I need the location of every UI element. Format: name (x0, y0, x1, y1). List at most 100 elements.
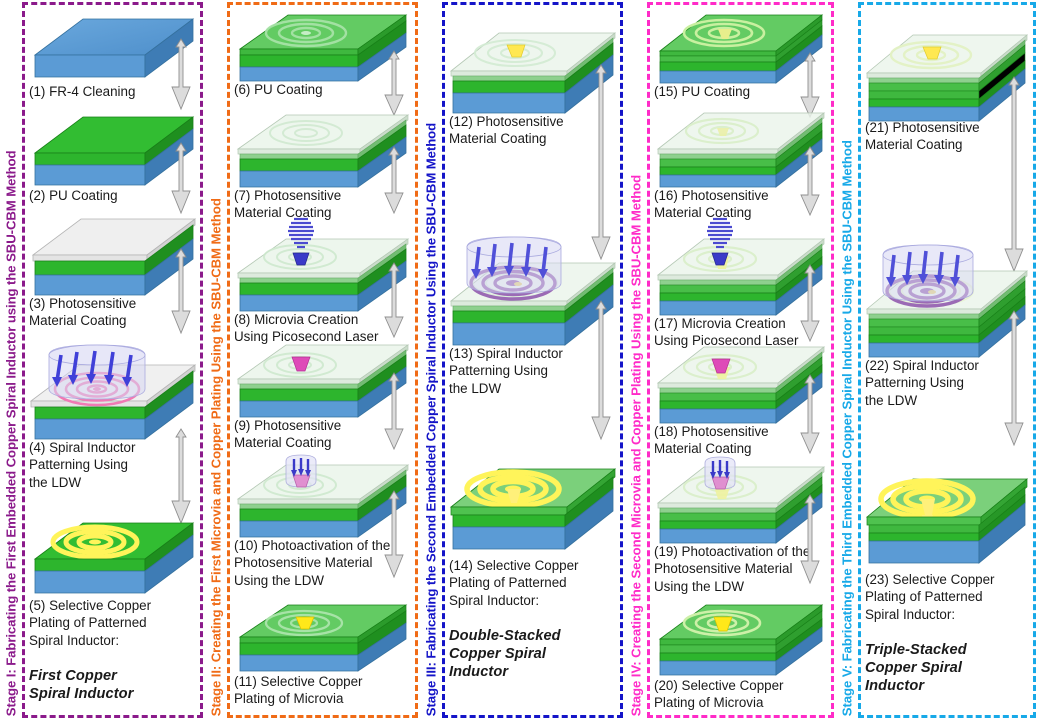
step-13-caption: (13) Spiral Inductor Patterning Using th… (449, 346, 563, 396)
step-14-highlight-wrap: Double-Stacked Copper Spiral Inductor (445, 609, 620, 699)
step-23: (23) Selective Copper Plating of Pattern… (861, 455, 1033, 713)
ldw-small-laser (285, 454, 317, 488)
step-16-figure (650, 109, 831, 193)
step-17-caption: (17) Microvia Creation Using Picosecond … (654, 316, 799, 349)
step-19-caption: (19) Photoactivation of the Photosensiti… (654, 544, 811, 594)
step-17: (17) Microvia Creation Using Picosecond … (650, 217, 831, 350)
step-21: (21) Photosensitive Material Coating (861, 25, 1033, 154)
step-23-highlight: Triple-Stacked Copper Spiral Inductor (865, 641, 967, 695)
step-15-caption: (15) PU Coating (654, 84, 751, 99)
pu-over-double-spiral-block-icon (658, 14, 824, 84)
ldw-laser-purple-spiral-block-icon (865, 244, 1029, 358)
step-4-caption: (4) Spiral Inductor Patterning Using the… (29, 440, 136, 490)
down-arrow-icon (800, 374, 820, 455)
down-arrow-icon (171, 142, 191, 215)
step-14-figure (445, 445, 620, 563)
plated-microvia-block-icon (658, 604, 824, 676)
arrow-3-4 (168, 248, 194, 335)
step-5-figure (25, 511, 200, 601)
stage-column-4: Stage IV: Creating the Second Microvia a… (625, 0, 836, 720)
step-7-caption: (7) Photosensitive Material Coating (234, 188, 342, 221)
step-4-figure (25, 339, 200, 445)
step-15: (15) PU Coating (650, 9, 831, 100)
ldw-via-activation-block-icon (656, 456, 826, 544)
step-11-caption: (11) Selective Copper Plating of Microvi… (234, 674, 363, 707)
step-16: (16) Photosensitive Material Coating (650, 109, 831, 222)
step-6: (6) PU Coating (230, 9, 415, 98)
step-23-figure (861, 455, 1033, 577)
step-10-caption: (10) Photoactivation of the Photosensiti… (234, 538, 391, 588)
pu-over-spiral-block-icon (238, 14, 408, 82)
down-arrow-icon (384, 262, 404, 339)
laser-beam-arrows (474, 242, 548, 274)
yellow-via-plug (922, 46, 942, 60)
triple-stacked-spiral-block-icon (865, 478, 1029, 564)
step-5: (5) Selective Copper Plating of Patterne… (25, 511, 200, 720)
step-20-figure (650, 597, 831, 681)
step-11: (11) Selective Copper Plating of Microvi… (230, 597, 415, 708)
arrow-22-23 (1001, 310, 1027, 447)
yellow-via-plug (713, 616, 733, 632)
stage-1-label: Stage I: Fabricating the First Embedded … (3, 150, 19, 716)
step-17-figure (650, 217, 831, 321)
down-arrow-icon (800, 494, 820, 585)
down-arrow-icon (384, 50, 404, 117)
step-20-caption: (20) Selective Copper Plating of Microvi… (654, 678, 784, 711)
step-7-figure (230, 111, 415, 193)
step-19: (19) Photoactivation of the Photosensiti… (650, 456, 831, 595)
step-9-caption: (9) Photosensitive Material Coating (234, 418, 342, 451)
step-21-caption: (21) Photosensitive Material Coating (865, 120, 980, 153)
copper-spiral-trace (50, 524, 140, 560)
stage-column-5: Stage V: Fabricating the Third Embedded … (836, 0, 1040, 720)
laser-beam-arrows (55, 350, 133, 382)
arrow-1-2 (168, 38, 194, 111)
step-20: (20) Selective Copper Plating of Microvi… (650, 597, 831, 712)
picosecond-laser-icon (707, 217, 733, 266)
step-22: (22) Spiral Inductor Patterning Using th… (861, 227, 1033, 409)
magenta-via-plug (711, 358, 731, 374)
step-23-caption: (23) Selective Copper Plating of Pattern… (865, 572, 995, 622)
step-14: (14) Selective Copper Plating of Pattern… (445, 445, 620, 699)
stage-2-label: Stage II: Creating the First Microvia an… (208, 198, 224, 716)
photosensitive-coated-block-icon (656, 112, 826, 188)
stage-2-label-rail: Stage II: Creating the First Microvia an… (205, 0, 227, 720)
step-1-caption: (1) FR-4 Cleaning (29, 84, 136, 99)
down-arrow-icon (591, 64, 611, 261)
stage-1-box: (1) FR-4 Cleaning (22, 2, 203, 718)
down-arrow-icon (384, 490, 404, 579)
stage-5-label-rail: Stage V: Fabricating the Third Embedded … (836, 0, 858, 720)
step-12-caption: (12) Photosensitive Material Coating (449, 114, 564, 147)
step-16-caption: (16) Photosensitive Material Coating (654, 188, 769, 221)
arrow-7-8 (381, 146, 407, 215)
step-14-caption: (14) Selective Copper Plating of Pattern… (449, 558, 579, 608)
stage-1-label-rail: Stage I: Fabricating the First Embedded … (0, 0, 22, 720)
down-arrow-icon (171, 248, 191, 335)
arrow-9-10 (381, 372, 407, 451)
step-8: (8) Microvia Creation Using Picosecond L… (230, 217, 415, 346)
down-arrow-icon (384, 146, 404, 215)
arrow-13-14 (588, 300, 614, 441)
copper-spiral-trace-top (464, 469, 562, 509)
step-8-caption: (8) Microvia Creation Using Picosecond L… (234, 312, 379, 345)
step-22-figure (861, 227, 1033, 363)
stage-4-label: Stage IV: Creating the Second Microvia a… (628, 174, 644, 716)
laser-cylinder (882, 244, 974, 302)
step-19-figure (650, 456, 831, 549)
arrow-10-11 (381, 490, 407, 579)
ldw-via-activation-block-icon (236, 454, 410, 538)
step-14-highlight: Double-Stacked Copper Spiral Inductor (449, 627, 561, 681)
step-6-caption: (6) PU Coating (234, 82, 323, 97)
yellow-via-plug (506, 44, 526, 58)
down-arrow-icon (171, 38, 191, 111)
arrow-6-7 (381, 50, 407, 117)
stage-3-label: Stage III: Fabricating the Second Embedd… (423, 122, 439, 716)
arrow-2-3 (168, 142, 194, 215)
laser-beam-arrowheads (52, 374, 132, 387)
step-5-caption: (5) Selective Copper Plating of Patterne… (29, 598, 152, 648)
stage-4-label-rail: Stage IV: Creating the Second Microvia a… (625, 0, 647, 720)
step-13: (13) Spiral Inductor Patterning Using th… (445, 221, 620, 397)
picosecond-laser-icon (288, 217, 314, 266)
laser-cylinder (48, 344, 146, 400)
stage-column-3: Stage III: Fabricating the Second Embedd… (420, 0, 625, 720)
laser-beam-arrows (889, 250, 960, 282)
